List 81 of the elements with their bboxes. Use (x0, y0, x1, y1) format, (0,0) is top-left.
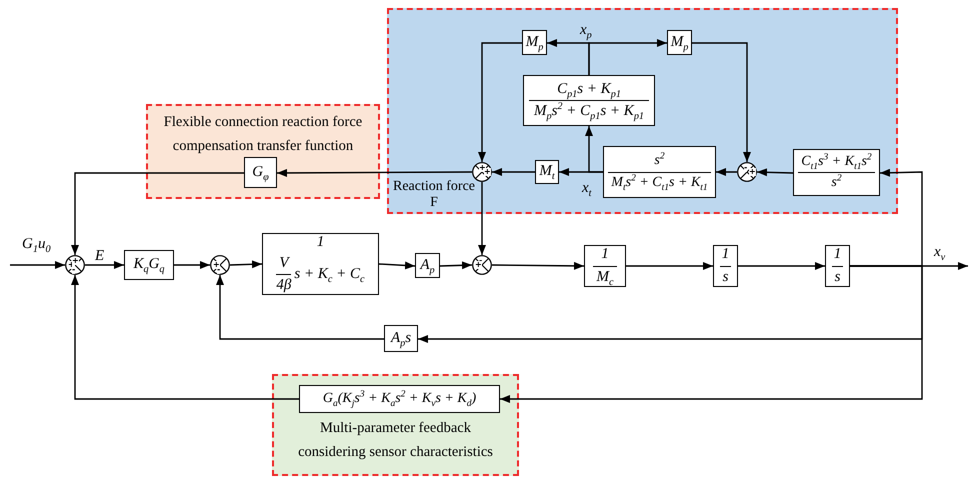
arrow (478, 182, 486, 255)
math-expression: C$_{p1}$s + K$_{p1}$ (557, 80, 621, 98)
sign-symbol: + (475, 261, 482, 269)
math-expression: s + K$_{c}$ + C$_{c}$ (294, 266, 365, 284)
math-expression: s (834, 268, 840, 286)
arrow (277, 168, 472, 177)
transfer-function-box (523, 75, 655, 126)
math-expression: 1 (601, 246, 609, 264)
summing-junction (737, 162, 757, 182)
arrow (588, 39, 667, 75)
arrow (85, 261, 124, 269)
summing-junction (210, 255, 230, 275)
math-expression: s$^{2}$ (831, 175, 842, 192)
region-caption: Multi-parameter feedback considering sensor characteristics (297, 419, 494, 462)
edge-label: E (95, 248, 104, 264)
arrow (378, 261, 416, 270)
math-expression: 1 (834, 246, 842, 264)
transfer-function-box (793, 149, 880, 196)
arrow (492, 262, 584, 270)
math-expression: M$_{p}$ (670, 34, 688, 52)
sign-symbol: - (72, 266, 76, 274)
math-expression: A$_{p}$ (420, 256, 435, 274)
edge-label: G$_{1}$u$_{0}$ (22, 236, 51, 252)
arrow (478, 42, 522, 162)
signal-label: x$_{t}$ (582, 180, 592, 196)
transfer-function-box (299, 385, 500, 413)
math-expression: A$_{p}$s (390, 330, 412, 348)
arrow (216, 275, 384, 340)
signal-label: Reaction force F (392, 179, 476, 211)
math-expression: M$_{t}$ (539, 163, 555, 181)
sign-symbol: + (749, 168, 756, 176)
math-expression: V (279, 254, 288, 272)
math-expression: M$_{c}$ (596, 268, 614, 286)
transfer-function-box (262, 233, 379, 295)
arrow (738, 262, 825, 270)
sign-symbol: + (484, 168, 491, 176)
math-expression: s (722, 268, 728, 286)
summing-junction (65, 255, 85, 275)
arrow (174, 261, 210, 269)
arrow (692, 42, 751, 162)
arrow (230, 260, 262, 268)
arrow (71, 275, 299, 400)
arrow (71, 172, 244, 255)
sign-symbol: - (217, 266, 220, 274)
transfer-function-box (124, 250, 174, 280)
arrow (626, 262, 713, 270)
math-expression: K$_{q}$G$_{q}$ (133, 256, 165, 274)
math-expression: 4β (276, 277, 292, 294)
transfer-function-box (244, 157, 277, 188)
transfer-function-box (535, 160, 559, 184)
signal-label: x$_{p}$ (580, 22, 592, 38)
sign-symbol: - (744, 164, 748, 172)
transfer-function-box (603, 146, 716, 198)
arrow (500, 265, 923, 403)
arrow (492, 168, 535, 176)
summing-junction (472, 255, 492, 275)
dashed-region (387, 8, 898, 214)
transfer-function-box (384, 325, 418, 352)
arrow (716, 168, 737, 176)
dashed-region (146, 104, 380, 199)
arrow (585, 126, 603, 173)
math-expression: M$_{p}$s$^{2}$ + C$_{p1}$s + K$_{p1}$ (534, 103, 644, 120)
transfer-function-box (825, 245, 850, 287)
transfer-function-box (584, 245, 626, 287)
arrow (756, 168, 794, 176)
math-expression: 1 (722, 246, 730, 264)
math-expression: C$_{t1}$s$^{3}$ + K$_{t1}$s$^{2}$ (801, 154, 872, 170)
transfer-function-box (415, 253, 440, 278)
arrow (440, 261, 472, 270)
math-expression: G$_{a}$(K$_{j}$s$^{3}$ + K$_{a}$s$^{2}$ + K$_{v}$s + K$_{d}$) (322, 390, 476, 408)
math-expression: s$^{2}$ (654, 153, 665, 170)
region-caption: Flexible connection reaction force compensation transfer function (162, 113, 364, 156)
math-expression: M$_{p}$ (526, 34, 544, 52)
arrow (10, 261, 65, 269)
dashed-region (272, 374, 519, 476)
math-expression: G$_{φ}$ (252, 164, 269, 182)
edge-label: x$_{v}$ (934, 244, 946, 260)
sign-symbol: + (72, 257, 79, 265)
math-expression: M$_{t}$s$^{2}$ + C$_{t1}$s + K$_{t1}$ (611, 174, 708, 191)
transfer-function-box (713, 245, 738, 287)
math-expression: 1 (316, 234, 324, 251)
